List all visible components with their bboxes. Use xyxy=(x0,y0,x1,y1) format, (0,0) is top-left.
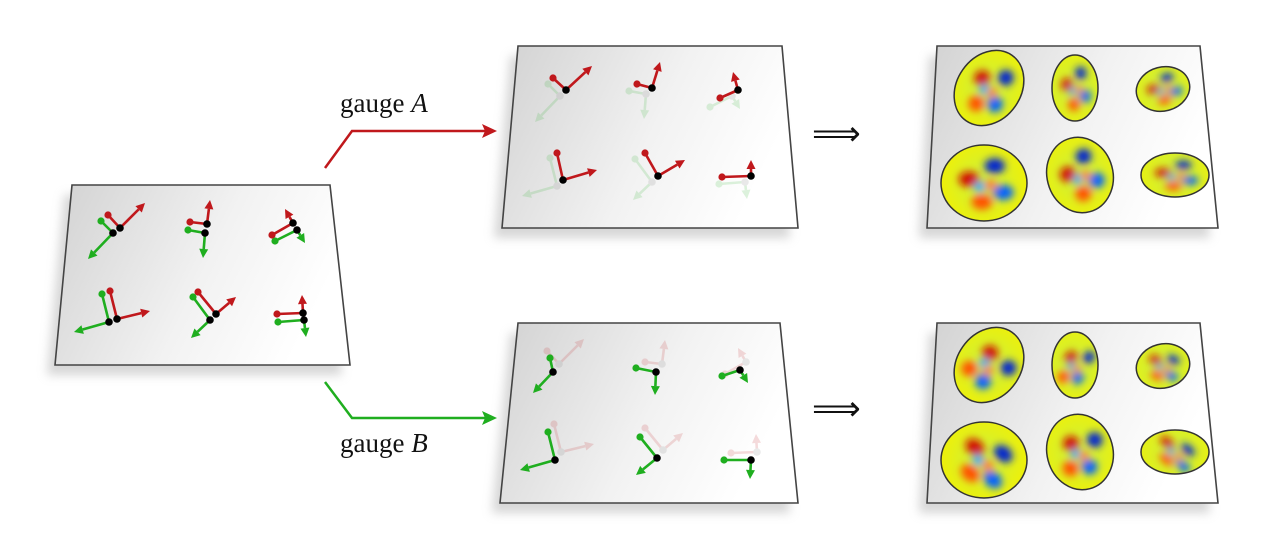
input-panel xyxy=(54,184,351,366)
gauge-b-faded-red-frame xyxy=(727,434,761,457)
gauge-b-label: gauge B xyxy=(340,428,428,458)
panels xyxy=(47,45,1219,513)
input-red-frame xyxy=(106,287,150,323)
gauge-a-label: gauge A xyxy=(340,88,428,118)
input-red-frame xyxy=(194,288,236,318)
gauge-a-field xyxy=(1141,153,1209,197)
implies-arrow-top: ⟹ xyxy=(812,114,861,154)
gauge-a-faded-green-frame xyxy=(625,87,650,119)
gauge-a-faded-green-frame xyxy=(715,178,751,199)
gauge-arrows xyxy=(323,124,497,425)
input-green-frame xyxy=(184,226,209,258)
gauge-a-field xyxy=(1052,55,1098,121)
gauge-b-green-frame xyxy=(520,428,559,472)
gauge-b-arrow xyxy=(324,381,488,420)
gauge-a-faded-green-frame xyxy=(522,154,561,198)
input-green-frame xyxy=(88,217,117,259)
gauge-b-faded-red-frame xyxy=(543,339,584,368)
implies-arrow-bottom: ⟹ xyxy=(812,389,861,429)
gauge-b-field xyxy=(941,422,1027,498)
input-red-frame xyxy=(273,295,307,318)
input-red-frame xyxy=(268,209,297,239)
gauge-b-faded-red-frame xyxy=(641,340,669,368)
gauge-b-green-frame xyxy=(636,433,661,475)
gauge-b-faded-red-frame xyxy=(721,348,750,378)
gauge-a-field xyxy=(941,145,1027,221)
gauge-b-field xyxy=(1141,430,1209,474)
gauge-a-red-frame xyxy=(553,149,597,184)
gauge-a-arrow xyxy=(323,129,488,169)
gauge-a-red-frame xyxy=(641,149,685,180)
gauge-a-faded-green-frame xyxy=(706,92,740,111)
input-green-frame xyxy=(274,316,310,337)
input-red-frame xyxy=(104,203,145,232)
gauge-a-faded-green-frame xyxy=(535,80,564,122)
gauge-b-field xyxy=(1052,332,1098,398)
gauge-b-green-frame xyxy=(720,456,755,479)
input-green-frame xyxy=(271,226,305,245)
frames xyxy=(74,62,761,479)
gauge-a-faded-green-frame xyxy=(631,155,656,200)
gauge-a-red-frame xyxy=(633,62,662,92)
gauge-b-faded-red-frame xyxy=(550,420,594,456)
gauge-b-arrowhead xyxy=(482,411,497,425)
gauge-b-green-frame xyxy=(718,366,748,383)
input-red-frame xyxy=(186,200,214,228)
input-green-frame xyxy=(189,293,214,338)
gauge-b-faded-red-frame xyxy=(641,424,683,454)
gauge-b-green-frame xyxy=(632,364,660,395)
gauge-a-red-frame xyxy=(549,66,592,94)
gauge-a-red-frame xyxy=(716,72,742,102)
input-green-frame xyxy=(74,290,113,334)
gauge-b-green-frame xyxy=(533,354,557,393)
gauge-a-frames-panel xyxy=(501,45,799,229)
gauge-a-arrowhead xyxy=(482,124,497,138)
gauge-a-red-frame xyxy=(718,160,756,181)
